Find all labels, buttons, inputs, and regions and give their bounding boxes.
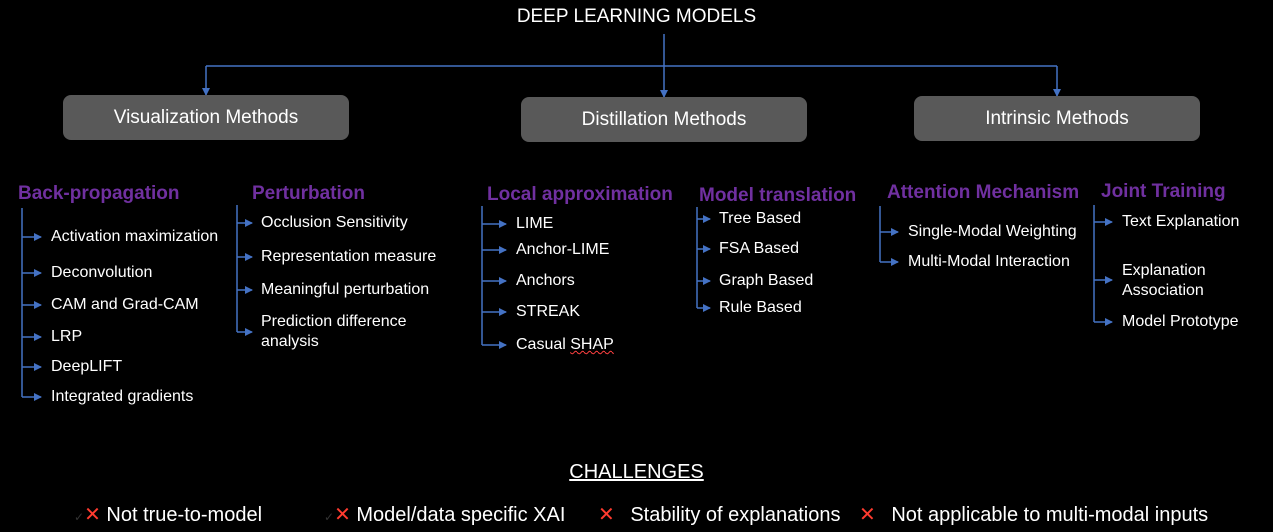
- cross-icon: ✕: [84, 504, 101, 526]
- challenge-item: ✕ Not applicable to multi-modal inputs: [859, 502, 1208, 527]
- challenge-label: Model/data specific XAI: [356, 504, 566, 526]
- backprop-item: Integrated gradients: [51, 388, 194, 405]
- root-title: DEEP LEARNING MODELS: [516, 6, 757, 27]
- model-translation-item: FSA Based: [719, 240, 800, 257]
- check-icon: ✓: [74, 510, 85, 524]
- local-approximation-item: Anchor-LIME: [516, 241, 610, 258]
- challenge-label: Not applicable to multi-modal inputs: [891, 504, 1209, 526]
- backprop-item: CAM and Grad-CAM: [51, 296, 199, 313]
- joint-training-item: Explanation Association: [1122, 261, 1206, 301]
- challenges-title: CHALLENGES: [569, 461, 704, 483]
- challenge-item: ✓✕ Not true-to-model: [74, 502, 262, 527]
- local-approximation-heading: Local approximation: [487, 184, 673, 205]
- attention-mechanism-heading: Attention Mechanism: [887, 182, 1080, 203]
- model-translation-item: Graph Based: [719, 272, 814, 289]
- cross-icon: ✕: [598, 504, 615, 526]
- backprop-item: LRP: [51, 328, 83, 345]
- model-translation-item: Rule Based: [719, 299, 802, 316]
- check-icon: ✓: [324, 510, 335, 524]
- joint-training-item-line: Association: [1122, 282, 1204, 299]
- perturbation-item: Prediction difference analysis: [261, 312, 407, 352]
- local-approximation-item: LIME: [516, 215, 554, 232]
- attention-mechanism-item: Single-Modal Weighting: [908, 223, 1077, 240]
- backprop-heading: Back-propagation: [18, 183, 180, 204]
- distillation-methods-box: Distillation Methods: [521, 97, 807, 142]
- local-approximation-item: Anchors: [516, 272, 575, 289]
- backprop-item: Deconvolution: [51, 264, 153, 281]
- attention-mechanism-item: Multi-Modal Interaction: [908, 253, 1070, 270]
- backprop-item: DeepLIFT: [51, 358, 123, 375]
- perturbation-item: Representation measure: [261, 248, 437, 265]
- perturbation-item-line: analysis: [261, 333, 319, 350]
- cross-icon: ✕: [859, 504, 876, 526]
- local-approximation-item: Casual SHAP: [516, 335, 614, 355]
- local-approximation-item-text: SHAP: [570, 336, 614, 353]
- joint-training-heading: Joint Training: [1101, 181, 1226, 202]
- joint-training-item: Model Prototype: [1122, 313, 1239, 330]
- model-translation-heading: Model translation: [699, 185, 857, 206]
- challenge-item: ✓✕ Model/data specific XAI: [324, 502, 565, 527]
- perturbation-heading: Perturbation: [252, 183, 365, 204]
- joint-training-item-line: Explanation: [1122, 262, 1206, 279]
- challenge-item: ✕ Stability of explanations: [598, 502, 840, 527]
- challenge-label: Stability of explanations: [630, 504, 841, 526]
- joint-training-item: Text Explanation: [1122, 213, 1240, 230]
- local-approximation-item: STREAK: [516, 303, 581, 320]
- challenge-label: Not true-to-model: [106, 504, 263, 526]
- perturbation-item: Occlusion Sensitivity: [261, 214, 408, 231]
- perturbation-item: Meaningful perturbation: [261, 281, 430, 298]
- intrinsic-methods-box: Intrinsic Methods: [914, 96, 1200, 141]
- perturbation-item-line: Prediction difference: [261, 313, 407, 330]
- backprop-item: Activation maximization: [51, 228, 219, 245]
- model-translation-item: Tree Based: [719, 210, 802, 227]
- visualization-methods-box: Visualization Methods: [63, 95, 349, 140]
- local-approximation-item-text: Casual: [516, 336, 571, 353]
- cross-icon: ✕: [334, 504, 351, 526]
